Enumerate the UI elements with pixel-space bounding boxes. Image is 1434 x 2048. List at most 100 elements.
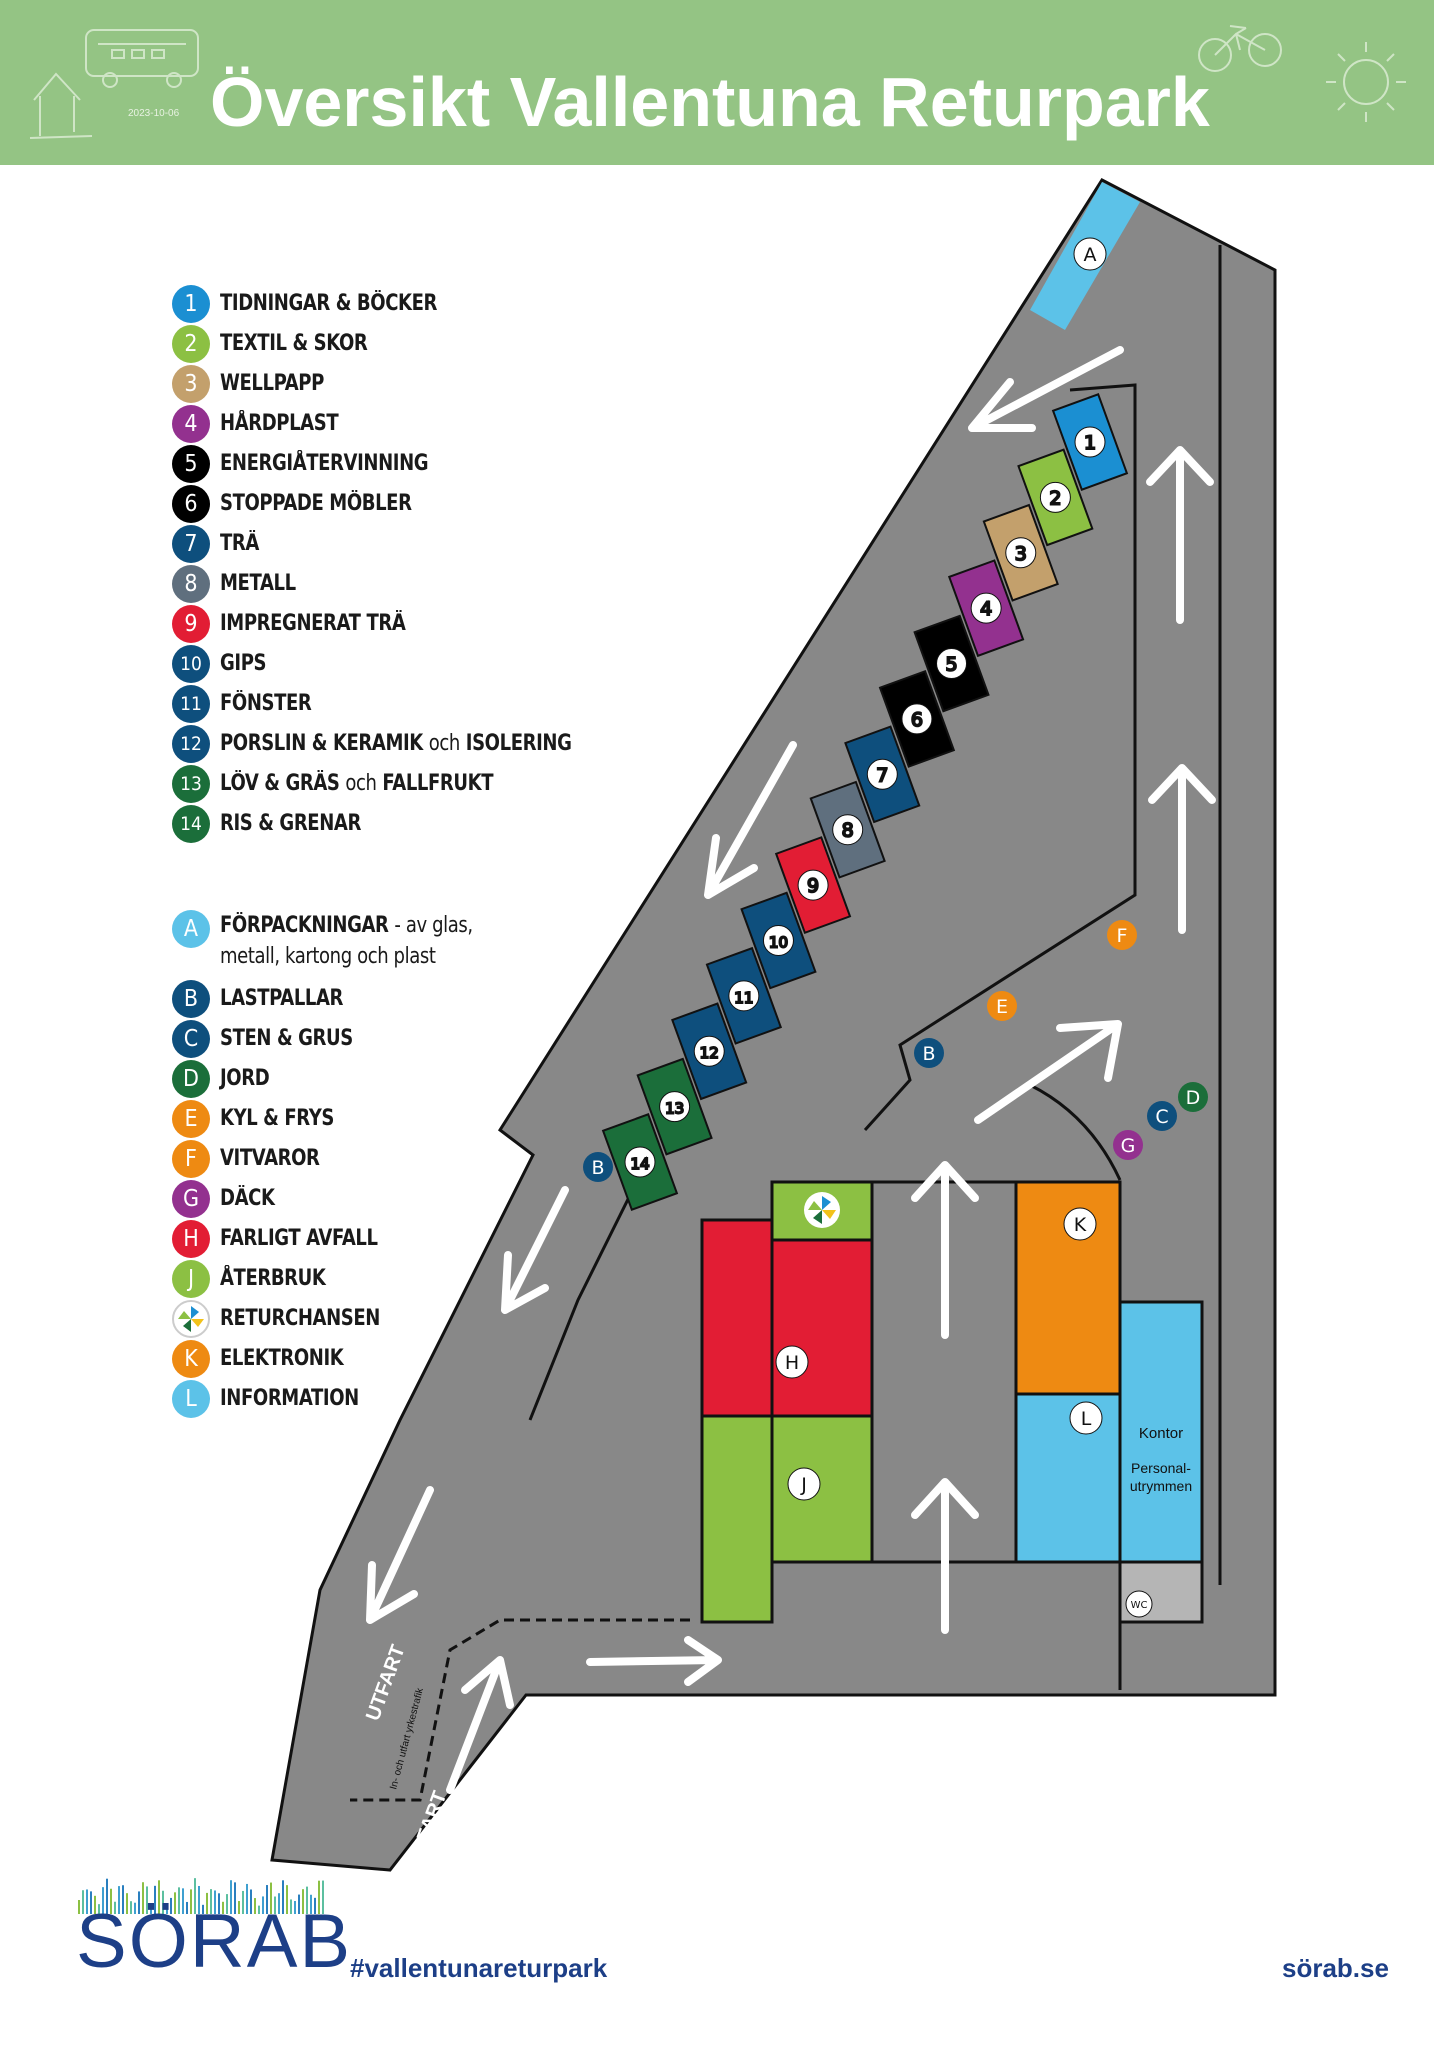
legend-key-13: 13 [172,765,210,803]
legend-label-3: WELLPAPP [220,371,324,396]
legend-key-e: E [172,1100,210,1138]
container-13: 13 [636,1057,713,1156]
logo-bar [90,1891,92,1914]
arrow-left-down-icon [501,1186,569,1314]
logo-bar [322,1880,324,1914]
logo-bar [154,1885,156,1914]
logo-bar [226,1894,228,1914]
logo-bar [130,1901,132,1914]
legend-key-14: 14 [172,805,210,843]
logo-bar [146,1886,148,1914]
container-7: 7 [844,725,921,824]
svg-text:F: F [1117,925,1128,947]
logo-bar [114,1901,116,1914]
logo-bar [118,1886,120,1914]
logo-bar [138,1891,140,1914]
legend-label-d: JORD [220,1066,270,1091]
sun-doodle-icon [1326,42,1406,122]
container-8: 8 [809,780,886,879]
logo-bar [142,1882,144,1914]
container-label-10: 10 [769,933,788,951]
zone-marker-g: G [1113,1130,1143,1160]
legend-key-10: 10 [172,645,210,683]
wc-marker: WC [1125,1590,1153,1618]
logo-bar [98,1904,100,1914]
legend-key-f: F [172,1140,210,1178]
zone-marker-c: C [1147,1101,1177,1131]
zone-j-area [770,1414,874,1564]
svg-text:K: K [1074,1214,1087,1236]
logo-bar [94,1895,96,1914]
logo-bar [242,1890,244,1914]
bus-doodle-icon [85,29,199,88]
legend-key-5: 5 [172,445,210,483]
logo-bars-icon [78,1878,324,1914]
legend-key-6: 6 [172,485,210,523]
svg-text:B: B [591,1157,604,1179]
zone-marker-a: A [1073,237,1107,271]
legend-label-h: FARLIGT AVFALL [220,1226,378,1251]
arrow-center-up-1-icon [911,1161,979,1339]
logo-bar [314,1897,316,1914]
legend-label-1: TIDNINGAR & BÖCKER [220,291,437,316]
logo-bar [278,1893,280,1914]
logo-bar [126,1893,128,1914]
container-1: 1 [1051,393,1129,491]
legend-label-8: METALL [220,571,296,596]
logo-bar [234,1882,236,1914]
legend-key-k: K [172,1340,210,1378]
legend-label-b: LASTPALLAR [220,986,344,1011]
footer-url[interactable]: sörab.se [1282,1953,1389,1983]
container-label-9: 9 [807,875,819,897]
svg-text:B: B [922,1043,935,1065]
zone-marker-b: B [583,1152,613,1182]
legend-item-d: D JORD [172,1060,280,1100]
logo-bar [250,1889,252,1914]
container-3: 3 [982,503,1059,602]
container-label-12: 12 [700,1044,719,1062]
logo-bar [230,1880,232,1914]
logo-bar [206,1892,208,1914]
logo-bar [158,1880,160,1914]
legend-key-d: D [172,1060,210,1098]
zone-marker-j: J [787,1467,821,1501]
legend-label-13: LÖV & GRÄS och FALLFRUKT [220,771,494,796]
svg-text:L: L [1081,1408,1092,1430]
logo-bar [274,1896,276,1914]
logo-bar [294,1900,296,1914]
legend-item-a: A FÖRPACKNINGAR - av glas, metall, karton… [172,910,560,974]
legend-label-returchansen: RETURCHANSEN [220,1306,380,1331]
legend-key-9: 9 [172,605,210,643]
container-label-4: 4 [980,598,992,620]
legend-key-a: A [172,910,210,948]
container-label-2: 2 [1049,487,1061,509]
logo-bar [290,1899,292,1914]
logo-bar [170,1897,172,1914]
logo-bar [258,1905,260,1914]
zone-marker-k: K [1063,1207,1097,1241]
arrow-diagonal-up-right-icon [974,1020,1122,1124]
legend-key-j: J [172,1260,210,1298]
logo-bar [194,1878,196,1914]
zone-marker-l: L [1069,1401,1103,1435]
container-10: 10 [740,891,817,990]
legend-label-11: FÖNSTER [220,691,312,716]
svg-text:J: J [800,1474,807,1496]
zone-marker-f: F [1107,920,1137,950]
logo-bar [282,1880,284,1914]
office-label: Kontor [1139,1425,1183,1442]
legend-label-a: FÖRPACKNINGAR - av glas, metall, kartong… [220,913,473,969]
logo-bar [166,1905,168,1914]
logo-bar [186,1901,188,1914]
footer-hashtag: #vallentunareturpark [350,1953,608,1983]
svg-text:E: E [996,996,1008,1018]
